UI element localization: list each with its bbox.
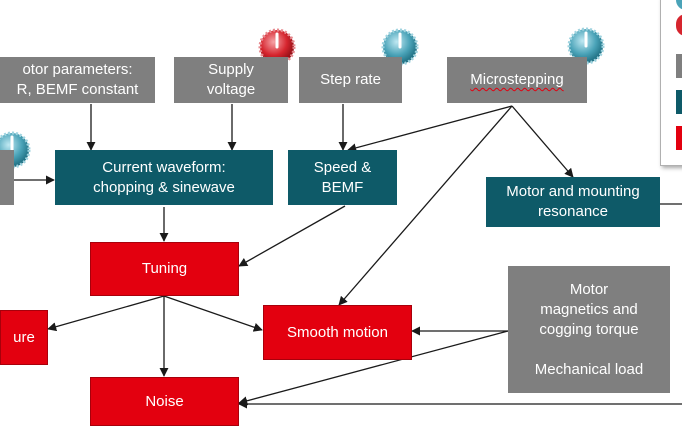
noise-label: Noise xyxy=(145,392,184,410)
arrow-speed-to-tuning xyxy=(238,205,346,267)
magnetics-load-box: Motor magnetics and cogging torque Mecha… xyxy=(508,266,670,393)
legend-knob-blue-icon xyxy=(676,0,682,10)
tuning-label: Tuning xyxy=(141,260,188,277)
microstepping-box: Microstepping xyxy=(447,57,587,103)
knob-micro xyxy=(567,27,605,65)
legend-knob-red-icon xyxy=(676,14,682,36)
speed-bemf-label: Speed & BEMF xyxy=(313,158,372,196)
motor-resonance-box: Motor and mounting resonance xyxy=(486,177,660,227)
arrow-micro-to-speed xyxy=(347,105,513,153)
knob-step xyxy=(381,28,419,66)
noise-box: Noise xyxy=(90,377,239,426)
connector-arrows xyxy=(14,104,682,409)
supply-voltage-box: Supply voltage xyxy=(174,57,288,103)
current-waveform-label: Current waveform: chopping & sinewave xyxy=(93,158,235,196)
smooth-motion-label: Smooth motion xyxy=(287,323,388,341)
supply-voltage-label: Supply voltage xyxy=(206,61,256,98)
arrow-micro-to-smooth xyxy=(338,105,513,306)
arrow-tuning-to-temp xyxy=(47,295,165,332)
legend-swatch-red xyxy=(676,126,682,150)
legend-swatch-teal xyxy=(676,90,682,114)
arrow-magnetics-to-noise xyxy=(238,330,509,406)
magnetics-load-label: Motor magnetics and cogging torque Mecha… xyxy=(534,280,644,378)
temperature-box: ure xyxy=(0,310,48,365)
legend-panel xyxy=(660,0,682,166)
temperature-label: ure xyxy=(13,328,35,346)
speed-bemf-box: Speed & BEMF xyxy=(288,150,397,205)
tuning-box: Tuning xyxy=(90,242,239,296)
arrow-micro-to-resonance xyxy=(511,105,574,178)
arrow-tuning-to-smooth xyxy=(163,295,263,332)
step-rate-box: Step rate xyxy=(299,57,402,103)
step-rate-label: Step rate xyxy=(320,71,381,88)
knob-supply xyxy=(258,28,296,66)
motor-parameters-label: otor parameters: R, BEMF constant xyxy=(16,61,139,98)
current-waveform-box: Current waveform: chopping & sinewave xyxy=(55,150,273,205)
left-input-box xyxy=(0,150,14,205)
microstepping-label: Microstepping xyxy=(470,71,564,88)
motor-resonance-label: Motor and mounting resonance xyxy=(506,183,640,220)
motor-parameters-box: otor parameters: R, BEMF constant xyxy=(0,57,155,103)
legend-swatch-gray xyxy=(676,54,682,78)
smooth-motion-box: Smooth motion xyxy=(263,305,412,360)
